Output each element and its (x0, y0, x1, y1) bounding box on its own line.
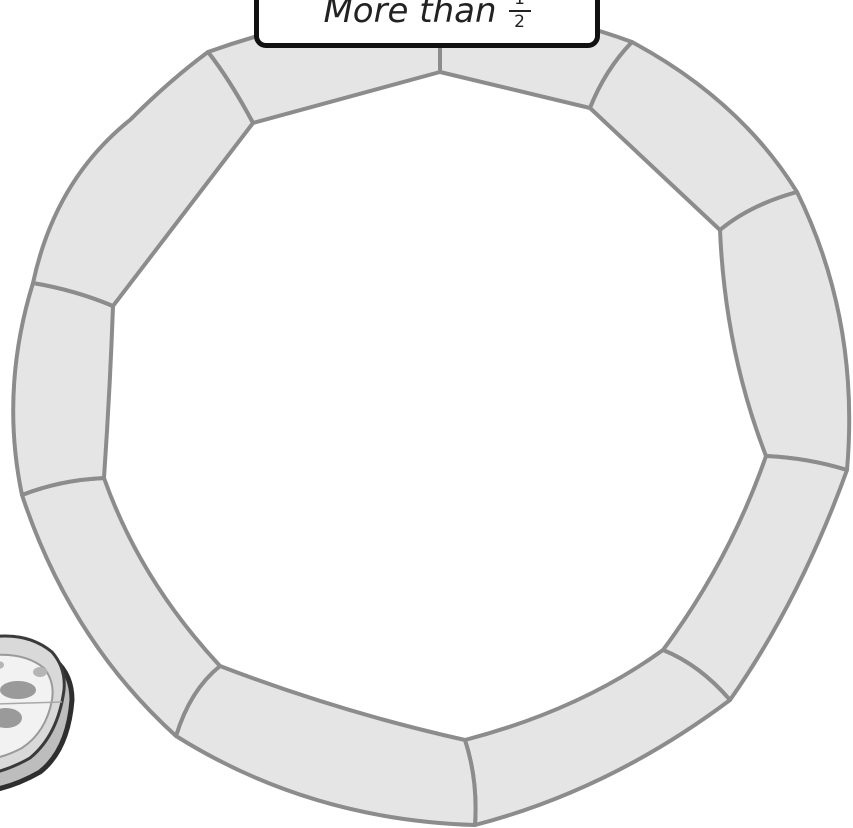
fraction-label-card: More than 1 2 (254, 0, 600, 48)
ring-segments (13, 5, 849, 825)
topping-icon (0, 681, 36, 699)
pizza-slice-icon (0, 636, 72, 792)
ring-segment[interactable] (176, 666, 476, 825)
label-prefix: More than (323, 0, 496, 28)
ring-segment[interactable] (33, 52, 253, 306)
ring-segment[interactable] (465, 650, 730, 825)
ring-segment[interactable] (720, 192, 849, 470)
topping-icon (33, 667, 47, 677)
half-fraction: 1 2 (509, 0, 531, 31)
ring-segment[interactable] (13, 283, 113, 495)
fraction-denominator: 2 (512, 14, 527, 31)
fraction-numerator: 1 (512, 0, 527, 8)
fraction-label: More than 1 2 (323, 0, 530, 31)
